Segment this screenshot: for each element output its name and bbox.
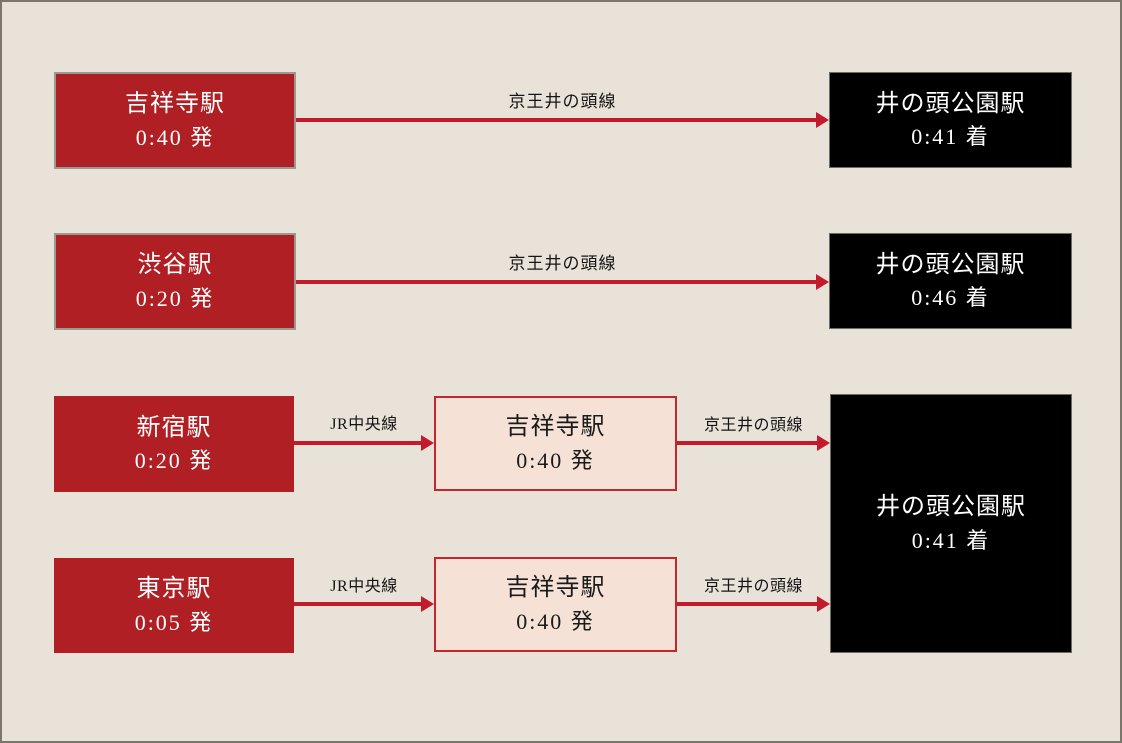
station-name: 井の頭公園駅 [876, 494, 1026, 521]
line-label-keio-inokashira-3: 京王井の頭線 [703, 417, 803, 434]
arrow-shaft [677, 602, 818, 606]
arrival-time: 0:41 着 [911, 124, 990, 150]
station-name: 東京駅 [136, 576, 212, 603]
station-box-tokyo-departure: 東京駅 0:05 発 [54, 558, 294, 653]
station-box-shinjuku-departure: 新宿駅 0:20 発 [54, 396, 294, 492]
departure-time: 0:05 発 [134, 609, 214, 635]
station-box-kichijoji-transfer-2: 吉祥寺駅 0:40 発 [434, 557, 677, 652]
line-label-keio-inokashira-4: 京王井の頭線 [703, 578, 803, 595]
departure-time: 0:40 発 [135, 124, 215, 150]
arrow-shaft [296, 280, 817, 284]
station-name: 吉祥寺駅 [505, 575, 606, 602]
station-name: 井の頭公園駅 [875, 251, 1026, 278]
departure-time: 0:40 発 [516, 608, 595, 634]
station-name: 吉祥寺駅 [125, 91, 225, 118]
route-arrow-4a [294, 596, 434, 612]
station-name: 渋谷駅 [137, 252, 213, 279]
station-name: 吉祥寺駅 [505, 414, 606, 441]
departure-time: 0:20 発 [134, 448, 214, 474]
arrival-time: 0:46 着 [911, 285, 990, 311]
arrow-head-icon [816, 274, 829, 290]
line-label-jr-chuo-1: JR中央線 [330, 416, 398, 433]
arrow-head-icon [421, 435, 434, 451]
route-arrow-4b [677, 596, 830, 612]
route-arrow-1 [296, 112, 829, 128]
arrow-head-icon [817, 435, 830, 451]
departure-time: 0:40 発 [516, 447, 595, 473]
arrow-shaft [296, 118, 817, 122]
arrival-time: 0:41 着 [911, 527, 991, 553]
route-arrow-3a [294, 435, 434, 451]
route-arrow-3b [677, 435, 830, 451]
station-name: 井の頭公園駅 [875, 90, 1026, 117]
line-label-keio-inokashira-2: 京王井の頭線 [508, 254, 617, 273]
arrow-shaft [294, 441, 422, 445]
station-box-kichijoji-departure-1: 吉祥寺駅 0:40 発 [54, 72, 296, 169]
arrow-shaft [677, 441, 818, 445]
departure-time: 0:20 発 [135, 285, 215, 311]
arrow-shaft [294, 602, 422, 606]
station-box-shibuya-departure: 渋谷駅 0:20 発 [54, 233, 296, 330]
station-box-kichijoji-transfer-1: 吉祥寺駅 0:40 発 [434, 396, 677, 491]
station-box-inokashira-koen-arrival-shared: 井の頭公園駅 0:41 着 [830, 394, 1072, 653]
arrow-head-icon [421, 596, 434, 612]
arrow-head-icon [816, 112, 829, 128]
station-name: 新宿駅 [136, 414, 212, 441]
station-box-inokashira-koen-arrival-2: 井の頭公園駅 0:46 着 [829, 233, 1072, 329]
line-label-jr-chuo-2: JR中央線 [330, 578, 398, 595]
arrow-head-icon [817, 596, 830, 612]
station-box-inokashira-koen-arrival-1: 井の頭公園駅 0:41 着 [829, 72, 1072, 168]
route-arrow-2 [296, 274, 829, 290]
line-label-keio-inokashira-1: 京王井の頭線 [508, 92, 617, 111]
